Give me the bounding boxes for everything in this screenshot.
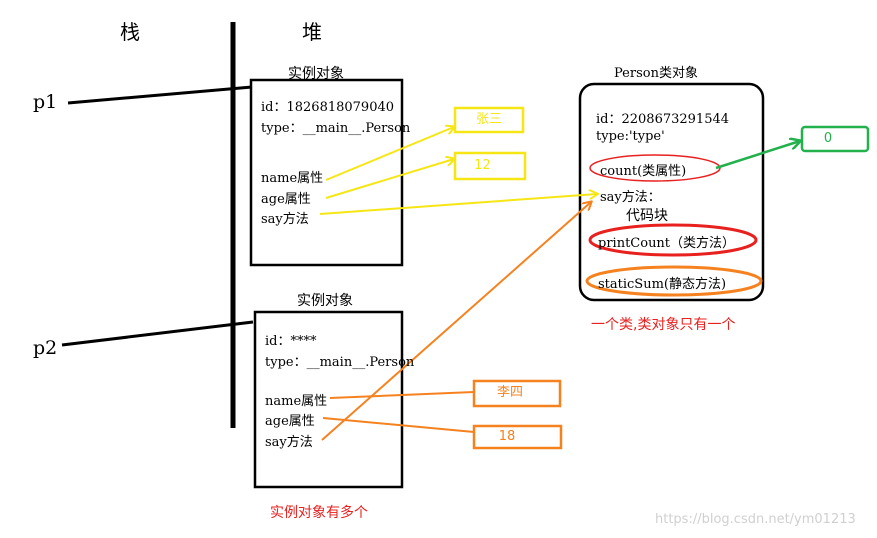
watermark: https://blog.csdn.net/ym01213 [655, 512, 856, 527]
p1-label: p1 [33, 91, 58, 113]
instance2-age-attr: age属性 [265, 414, 315, 429]
instance1-say-method: say方法 [261, 212, 309, 227]
class-object-note: 一个类,类对象只有一个 [591, 317, 736, 333]
lisi-box [472, 379, 562, 408]
instance2-title: 实例对象 [297, 293, 353, 309]
value-count-0: 0 [823, 131, 833, 146]
value-age-18: 18 [498, 429, 516, 444]
instance1-title: 实例对象 [288, 66, 344, 82]
class-object-id: id：2208673291544 [596, 112, 730, 127]
class-print-count: printCount（类方法） [598, 236, 736, 251]
print-count-ellipse [588, 223, 758, 257]
instance1-id: id：1826818079040 [261, 100, 395, 115]
value-zhangsan: 张三 [475, 112, 502, 127]
instance1-age-attr: age属性 [261, 192, 311, 207]
value-lisi: 李四 [496, 385, 523, 400]
class-code-block: 代码块 [626, 208, 668, 224]
class-static-sum: staticSum(静态方法) [598, 277, 727, 292]
say-to-class-say-arrow [319, 194, 597, 215]
instance2-say-method: say方法 [265, 435, 313, 450]
zhangsan-box [453, 106, 525, 134]
class-object-title: Person类对象 [614, 66, 698, 81]
count-to-0-arrow [715, 141, 800, 170]
class-object-box [578, 82, 765, 302]
instance2-id: id：**** [265, 334, 317, 349]
instance2-name-attr: name属性 [265, 394, 328, 409]
value-age-12: 12 [474, 158, 491, 173]
p1-reference-line [67, 85, 253, 105]
stack-label: 栈 [120, 20, 140, 44]
heap-label: 堆 [302, 20, 322, 44]
p2-reference-line [61, 320, 254, 347]
p2-label: p2 [33, 337, 58, 359]
static-sum-ellipse [585, 265, 763, 297]
age-to-18-line [322, 417, 475, 433]
class-count-attr: count(类属性) [600, 164, 687, 179]
say-to-class-say-orange-arrow [321, 202, 591, 441]
age18-box [472, 424, 563, 450]
name-to-lisi-line [329, 391, 475, 399]
instance2-type: type：__main__.Person [265, 355, 415, 370]
name-to-zhangsan-arrow [325, 127, 454, 181]
instance1-box [249, 78, 404, 267]
age-to-12-arrow [325, 159, 454, 199]
class-object-type: type:'type' [596, 129, 665, 144]
instance2-box [253, 310, 404, 489]
instance1-name-attr: name属性 [261, 171, 324, 186]
instance1-type: type：__main__.Person [261, 121, 411, 136]
class-say-method: say方法： [600, 190, 661, 205]
instance-object-note: 实例对象有多个 [270, 505, 368, 521]
